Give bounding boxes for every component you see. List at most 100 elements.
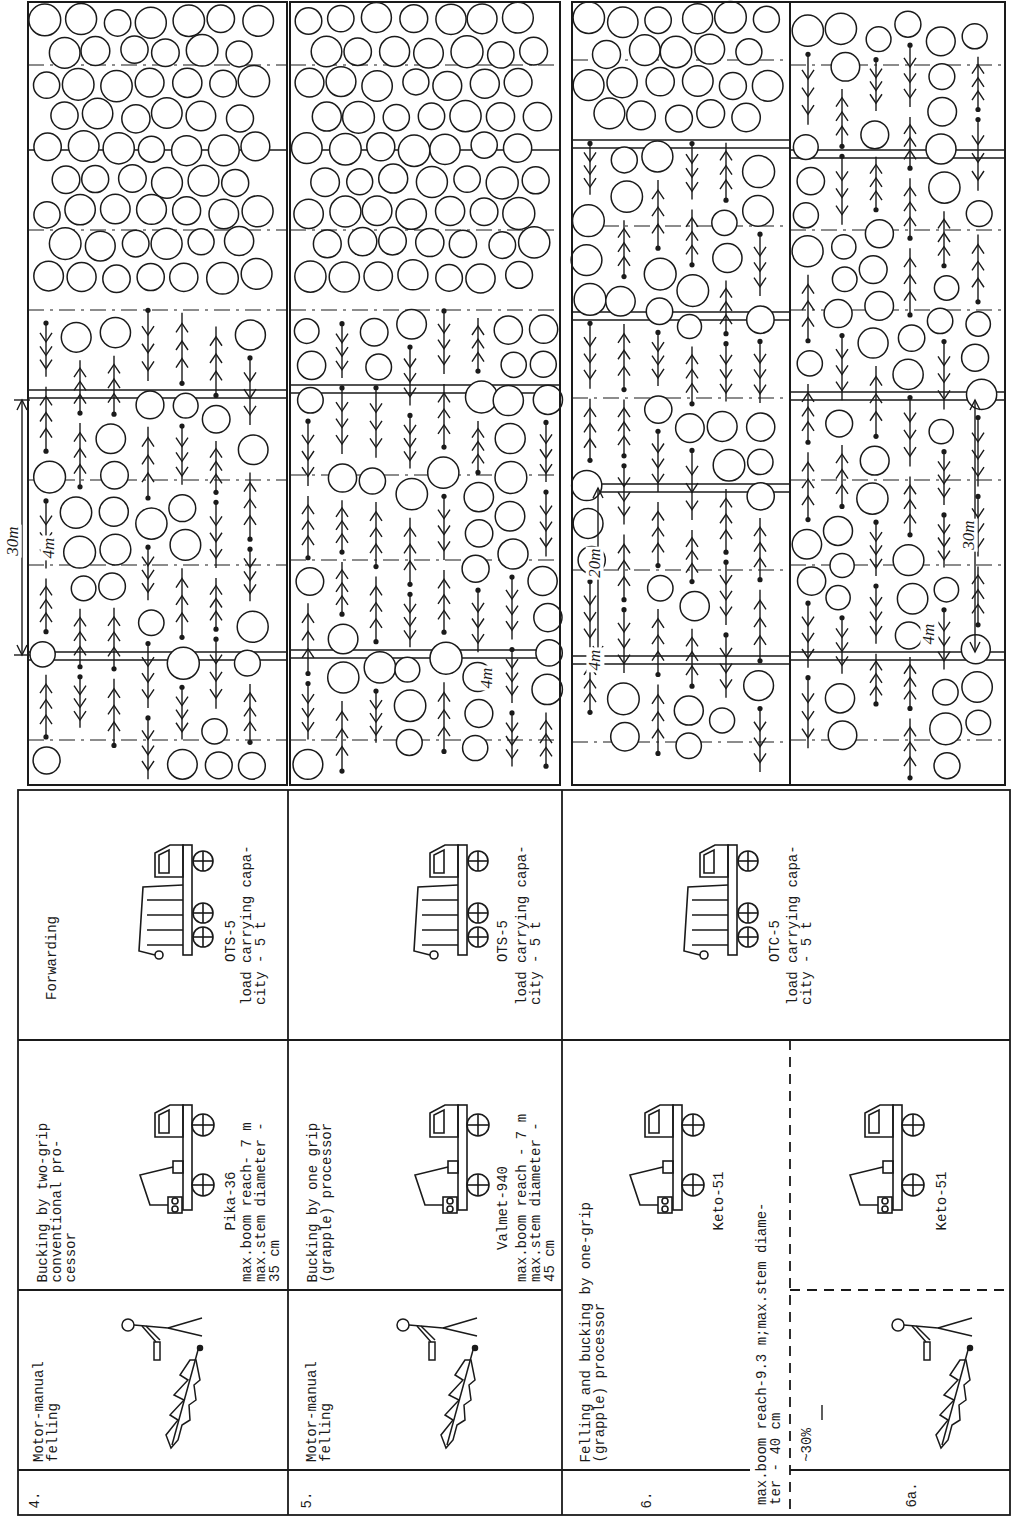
tree-crown xyxy=(967,379,997,409)
felled-tree-branch xyxy=(244,707,256,716)
felled-tree-branch xyxy=(904,202,916,211)
tree-crown xyxy=(170,530,201,561)
tree-crown xyxy=(121,36,148,63)
tree-crown xyxy=(744,671,774,701)
felled-tree-branch xyxy=(74,646,86,655)
tree-crown xyxy=(753,6,779,32)
felled-tree-branch xyxy=(972,467,984,476)
tree-crown xyxy=(464,482,493,511)
felled-tree-branch xyxy=(176,710,188,719)
felled-tree-branch xyxy=(972,261,984,270)
felled-tree-branch xyxy=(584,165,596,174)
felled-tree-branch xyxy=(404,451,416,460)
stump-dot xyxy=(907,395,912,400)
felled-tree-branch xyxy=(506,606,518,615)
tree-crown xyxy=(929,172,960,203)
stump-dot xyxy=(509,647,514,652)
tree-crown xyxy=(347,169,373,195)
felled-tree-branch xyxy=(40,586,52,595)
tree-crown xyxy=(660,36,691,67)
felled-tree-branch xyxy=(836,126,848,135)
felled-tree-branch xyxy=(370,619,382,628)
felled-tree-branch xyxy=(404,388,416,397)
felled-tree-branch xyxy=(686,154,698,163)
tree-crown xyxy=(242,196,273,227)
tree-crown xyxy=(151,228,182,259)
tree-crown xyxy=(934,276,958,300)
tree-crown xyxy=(34,461,66,493)
tree-crown xyxy=(926,27,955,56)
felled-tree-branch xyxy=(472,429,484,438)
tree-crown xyxy=(646,68,674,96)
tree-crown xyxy=(348,227,376,255)
tree-crown xyxy=(188,165,219,196)
felled-tree-branch xyxy=(720,315,732,324)
stump-dot xyxy=(339,385,344,390)
processor-machine xyxy=(415,1105,489,1213)
tree-crown xyxy=(825,13,856,44)
felled-tree-branch xyxy=(720,648,732,657)
tree-crown xyxy=(205,752,232,779)
stump-dot xyxy=(757,706,762,711)
stump-dot xyxy=(247,740,252,745)
felled-tree-branch xyxy=(904,413,916,422)
strip-centre-line xyxy=(290,309,560,310)
felled-tree-branch xyxy=(336,361,348,370)
felled-tree-branch xyxy=(540,538,552,547)
felled-tree-branch xyxy=(210,371,222,380)
tree-crown xyxy=(394,690,425,721)
trees xyxy=(29,4,274,780)
tree-crown xyxy=(666,105,693,132)
felled-tree-branch xyxy=(506,659,518,668)
tree-crown xyxy=(436,4,466,34)
tree-crown xyxy=(82,166,109,193)
felled-tree-branch xyxy=(176,697,188,706)
felled-tree-branch xyxy=(720,180,732,189)
felled-tree-branch xyxy=(142,557,154,566)
tree-crown xyxy=(104,10,130,36)
felled-tree-branch xyxy=(904,138,916,147)
felled-tree-branch xyxy=(210,337,222,346)
column-rule xyxy=(790,1469,1010,1471)
felled-tree-branch xyxy=(802,479,814,488)
felled-tree-branch xyxy=(652,543,664,552)
stump-dot xyxy=(805,52,810,57)
stump-dot xyxy=(111,412,116,417)
stump-dot xyxy=(543,420,548,425)
felled-tree-branch xyxy=(302,708,314,717)
tree-crown xyxy=(330,196,361,227)
felled-tree-branch xyxy=(336,596,348,605)
stand-panel xyxy=(290,2,563,785)
tree-crown xyxy=(238,435,268,465)
felled-tree-branch xyxy=(74,698,86,707)
felled-tree-branch xyxy=(438,579,450,588)
felled-tree-branch xyxy=(802,407,814,416)
felled-tree-branch xyxy=(802,633,814,642)
tree-crown xyxy=(495,462,527,494)
tree-crown xyxy=(362,71,392,101)
stump-dot xyxy=(975,415,980,420)
panel-frame xyxy=(290,2,560,785)
tree-crown xyxy=(826,586,850,610)
tree-crown xyxy=(137,263,164,290)
tree-crown xyxy=(966,710,991,735)
dimension-lines xyxy=(14,400,980,656)
felled-tree-branch xyxy=(584,596,596,605)
stump-dot xyxy=(213,627,218,632)
felled-tree-branch xyxy=(210,586,222,595)
tree-crown xyxy=(168,750,198,780)
felled-tree-branch xyxy=(904,727,916,736)
tree-crown xyxy=(927,308,952,333)
stump-dot xyxy=(805,517,810,522)
tree-crown xyxy=(495,424,525,454)
table-cell-text: Keto-51 xyxy=(712,1171,726,1230)
tree-crown xyxy=(416,167,447,198)
stump-dot xyxy=(247,547,252,552)
tree-crown xyxy=(857,483,888,514)
felled-tree-branch xyxy=(108,689,120,698)
tree-crown xyxy=(962,344,989,371)
tree-crown xyxy=(237,611,268,642)
tree-crown xyxy=(243,6,274,37)
felled-tree-branch xyxy=(754,722,766,731)
tree-crown xyxy=(707,412,737,442)
